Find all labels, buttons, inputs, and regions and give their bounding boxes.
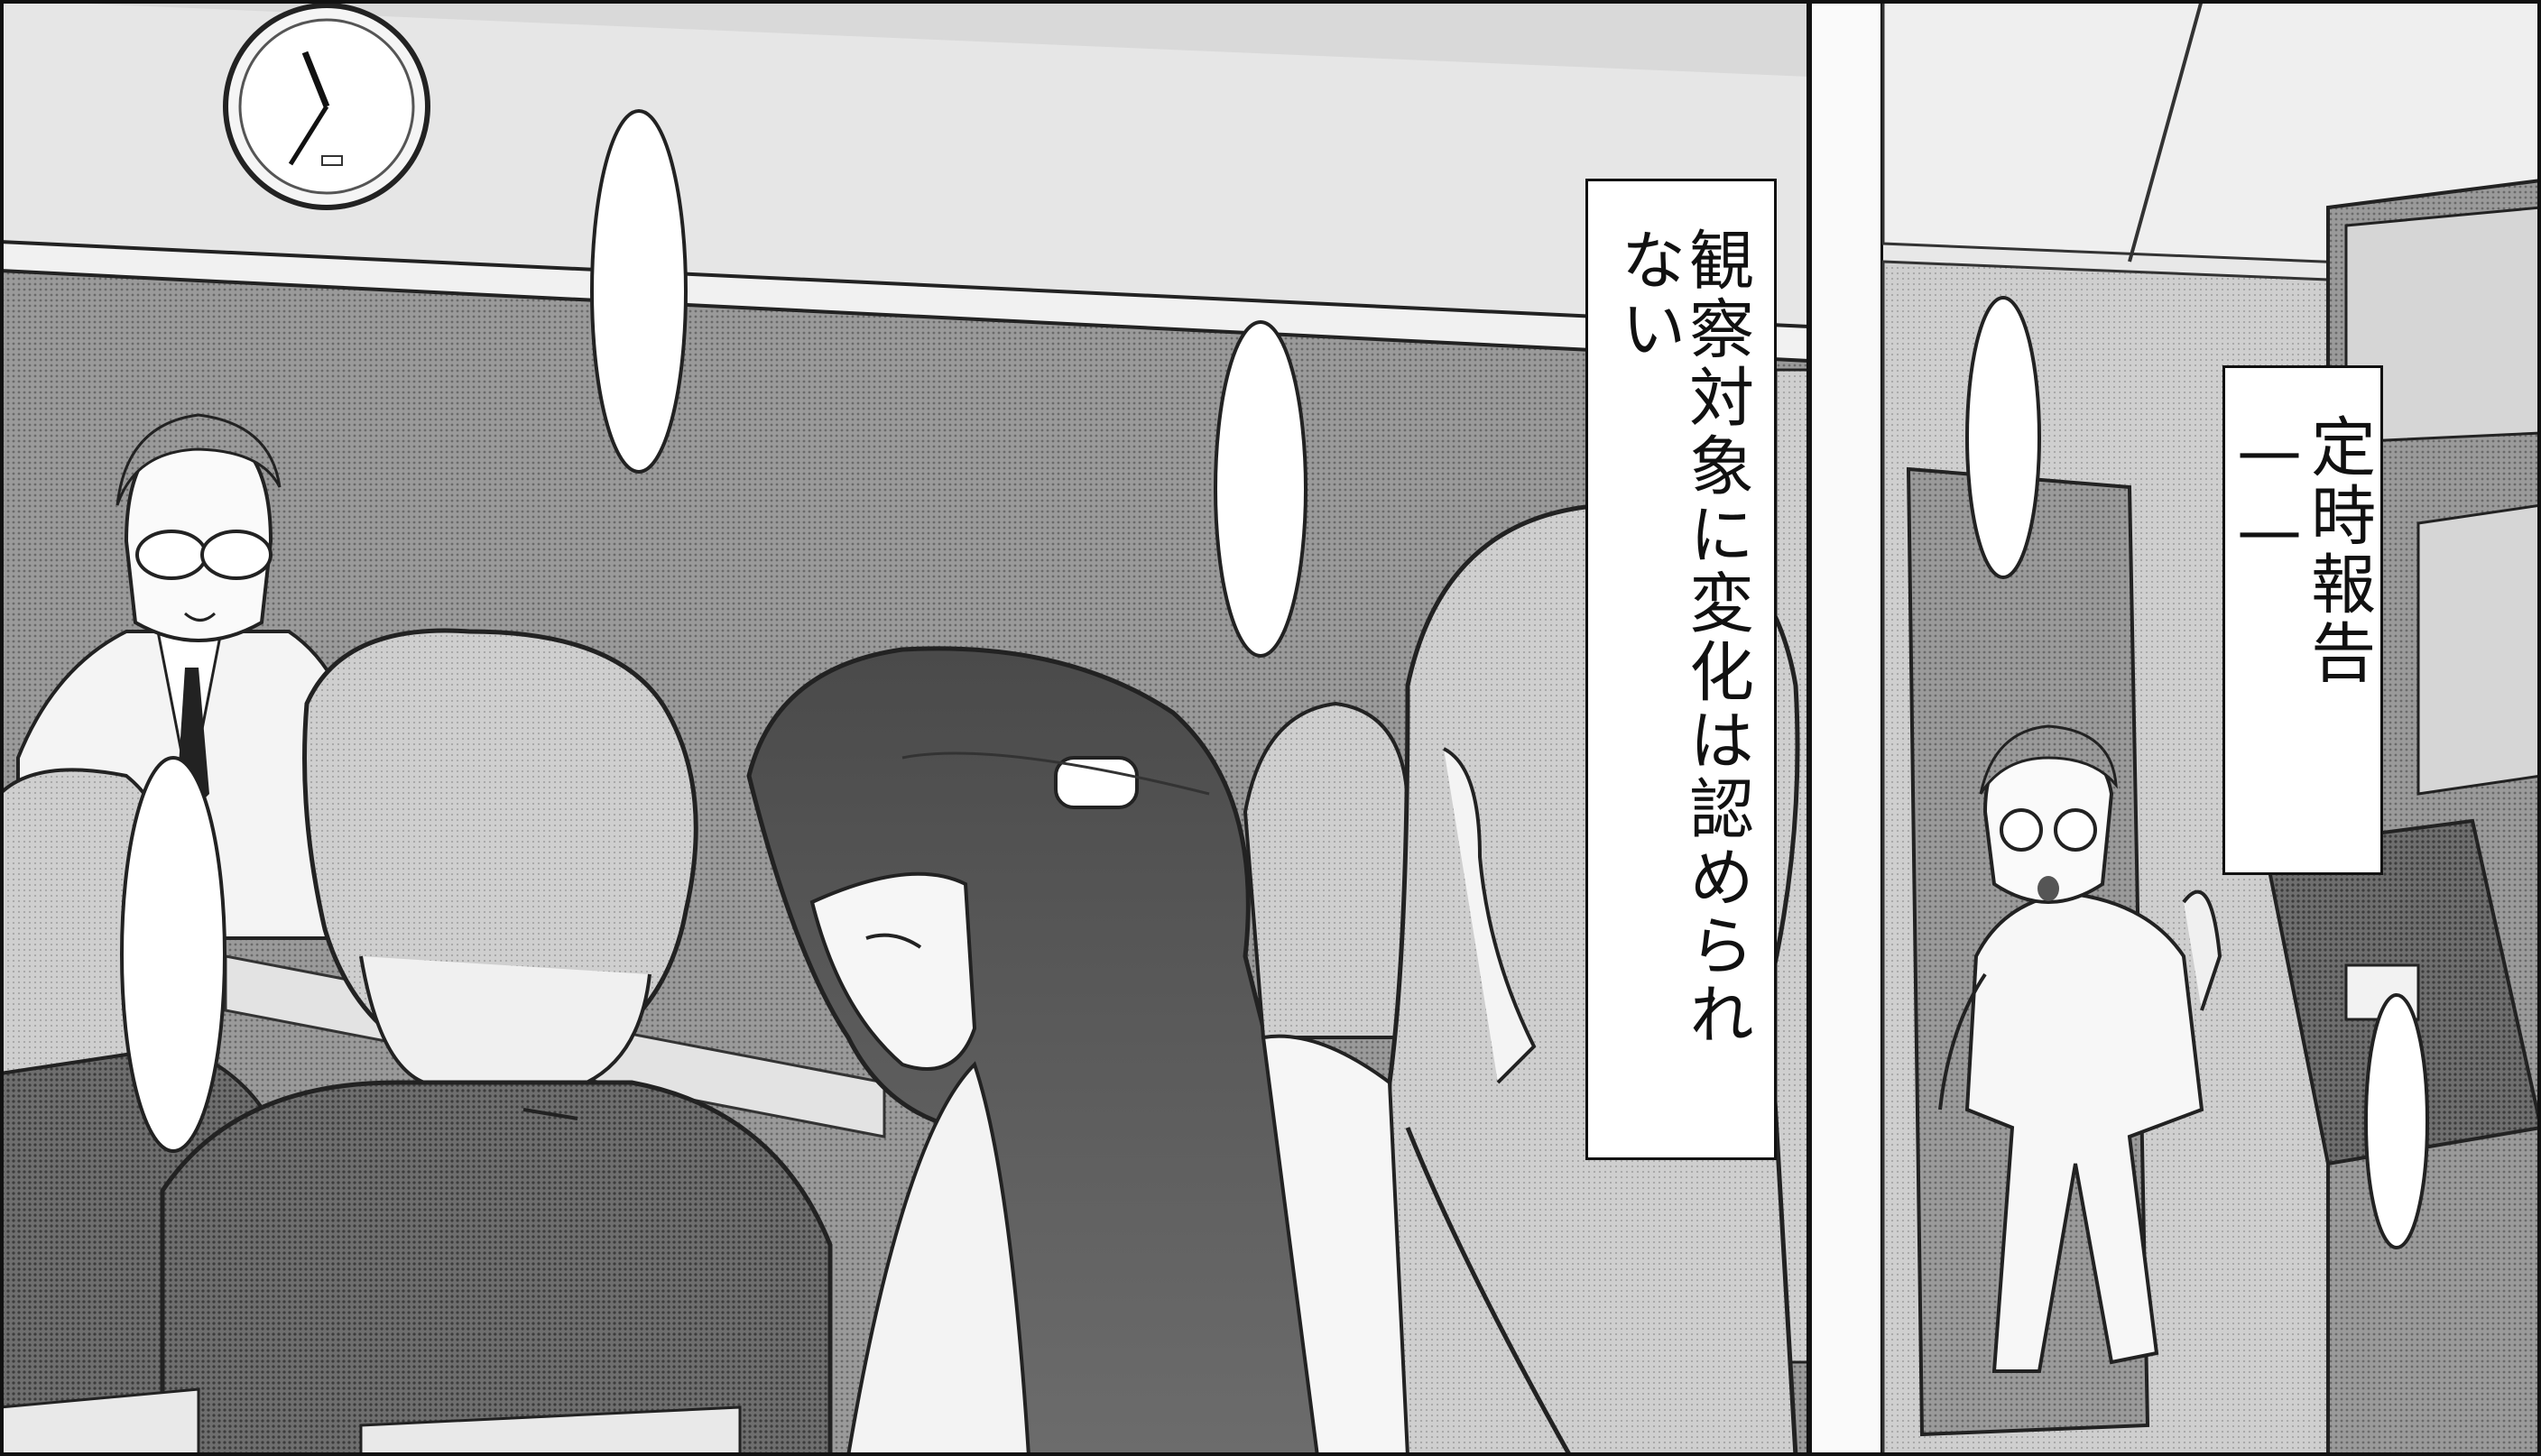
left-panel	[0, 0, 1814, 1456]
speech-balloon-empty	[2364, 993, 2429, 1249]
panel-gutter	[1809, 0, 1883, 1456]
right-panel	[1881, 0, 2541, 1456]
speech-balloon-empty	[1965, 296, 2041, 579]
speech-balloon-empty	[590, 109, 688, 474]
narration-box-right: 定時報告——	[2222, 365, 2383, 875]
narration-box-left: 観察対象に変化は認められない	[1585, 179, 1777, 1160]
wall-clock	[223, 3, 430, 210]
speech-balloon-empty	[120, 756, 226, 1153]
speech-balloon-empty	[1214, 320, 1307, 658]
man-with-glasses	[1938, 724, 2222, 1373]
student-girl-long-hair	[746, 646, 1374, 1456]
narration-text-left: 観察対象に変化は認められない	[1610, 226, 1754, 1049]
narration-text-right: 定時報告——	[2231, 413, 2376, 687]
student-boy-back	[160, 628, 833, 1456]
